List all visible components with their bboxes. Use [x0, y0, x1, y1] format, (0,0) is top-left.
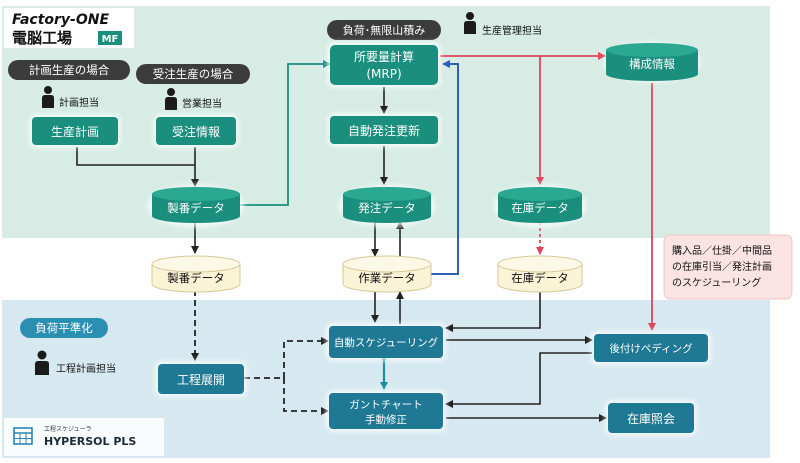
arrow-expand-to-gantt — [283, 378, 329, 415]
arrow-plan-to-lotdata — [76, 147, 199, 187]
node-auto-order-update[interactable]: 自動発注更新 — [328, 114, 440, 146]
node-stock-data-lower-label: 在庫データ — [511, 271, 569, 285]
role-production-mgr-label: 生産管理担当 — [482, 24, 542, 37]
tag-plan-case: 計画生産の場合 — [8, 60, 130, 80]
node-process-expand-label: 工程展開 — [177, 372, 225, 387]
node-lot-data-upper[interactable]: 製番データ — [148, 185, 244, 227]
node-process-expand[interactable]: 工程展開 — [156, 362, 246, 396]
person-icon — [165, 88, 177, 110]
logo-subtext: 工程スケジューラ — [44, 425, 92, 433]
node-order-data[interactable]: 発注データ — [339, 185, 435, 227]
node-gantt-label-line1: ガントチャート — [349, 399, 422, 411]
node-work-data[interactable]: 作業データ — [342, 255, 432, 293]
person-icon — [42, 86, 54, 108]
node-mrp-label-line1: 所要量計算 — [354, 49, 414, 64]
factory-one-logo: Factory-ONE 電脳工場 MF — [4, 8, 134, 48]
note-line1: 購入品／仕掛／中間品 — [672, 244, 772, 257]
tag-plan-case-text: 計画生産の場合 — [29, 63, 110, 77]
logo-text-line2: 電脳工場 — [12, 29, 72, 47]
node-auto-scheduling-label: 自動スケジューリング — [334, 336, 439, 349]
node-composition[interactable]: 構成情報 — [604, 42, 700, 82]
tag-load-infinite: 負荷･無限山積み — [327, 20, 441, 40]
arrow-stock-to-autosched — [445, 290, 541, 332]
arrow-workdata-to-mrp — [428, 60, 459, 275]
node-auto-order-label: 自動発注更新 — [348, 123, 420, 138]
node-backward-pegging[interactable]: 後付けペディング — [592, 332, 710, 364]
tag-load-leveling-text: 負荷平準化 — [35, 321, 93, 335]
node-stock-inquiry[interactable]: 在庫照会 — [606, 401, 696, 435]
node-auto-scheduling[interactable]: 自動スケジューリング — [327, 324, 445, 360]
note-inventory-allocation: 購入品／仕掛／中間品 の在庫引当／発注計画 のスケジューリング — [663, 234, 793, 300]
node-stock-inquiry-label: 在庫照会 — [627, 412, 675, 426]
node-composition-label: 構成情報 — [629, 57, 675, 71]
arrow-lotdata-to-mrp — [240, 60, 331, 206]
person-icon — [35, 350, 49, 375]
logo-badge — [98, 31, 122, 45]
node-production-plan[interactable]: 生産計画 — [30, 115, 120, 147]
person-icon — [464, 12, 476, 34]
logo-text-line1: Factory-ONE — [12, 12, 109, 28]
node-gantt-label-line2: 手動修正 — [365, 413, 407, 426]
arrow-expand-to-autosched — [283, 337, 329, 378]
node-mrp-label-line2: (MRP) — [366, 67, 401, 81]
node-lot-data-lower-label: 製番データ — [167, 271, 225, 285]
node-work-data-label: 作業データ — [358, 271, 416, 285]
calendar-grid-icon — [13, 427, 33, 445]
node-lot-data-upper-label: 製番データ — [167, 201, 225, 215]
node-order-info-label: 受注情報 — [172, 124, 220, 139]
tag-order-case: 受注生産の場合 — [136, 64, 250, 84]
tag-load-leveling: 負荷平準化 — [20, 318, 108, 338]
role-planner-label: 計画担当 — [59, 96, 99, 109]
logo-badge-text: MF — [102, 34, 119, 45]
node-stock-data-lower[interactable]: 在庫データ — [497, 255, 583, 293]
node-stock-data-upper[interactable]: 在庫データ — [494, 185, 586, 227]
note-line2: の在庫引当／発注計画 — [672, 260, 772, 273]
node-gantt-manual[interactable]: ガントチャート 手動修正 — [327, 391, 445, 431]
note-line3: のスケジューリング — [672, 276, 761, 289]
tag-order-case-text: 受注生産の場合 — [153, 67, 234, 81]
hypersol-logo: 工程スケジューラ HYPERSOL PLS — [4, 418, 164, 456]
tag-load-infinite-text: 負荷･無限山積み — [343, 23, 426, 37]
node-production-plan-label: 生産計画 — [51, 124, 99, 139]
node-lot-data-lower[interactable]: 製番データ — [151, 255, 241, 293]
role-sales-label: 営業担当 — [182, 97, 222, 110]
node-order-info[interactable]: 受注情報 — [154, 115, 238, 147]
node-order-data-label: 発注データ — [358, 201, 416, 215]
node-stock-data-upper-label: 在庫データ — [511, 201, 569, 215]
role-process-planner-label: 工程計画担当 — [56, 362, 116, 375]
node-mrp[interactable]: 所要量計算 (MRP) — [328, 43, 440, 87]
node-backward-pegging-label: 後付けペディング — [609, 342, 693, 355]
arrow-pegging-to-gantt — [445, 352, 592, 408]
logo-main-text: HYPERSOL PLS — [44, 435, 136, 448]
